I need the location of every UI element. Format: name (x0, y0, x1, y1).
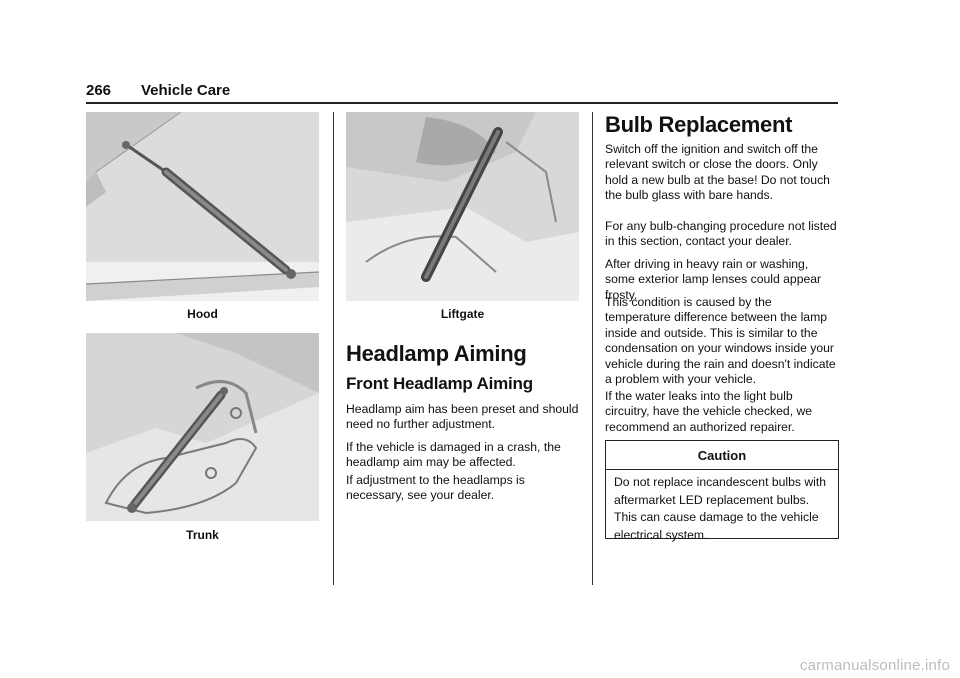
headlamp-aiming-heading: Headlamp Aiming (346, 341, 527, 366)
headlamp-paragraph-3: If adjustment to the headlamps is necess… (346, 473, 525, 503)
bulb-paragraph-3: After driving in heavy rain or washing, … (605, 257, 822, 302)
section-title: Vehicle Care (141, 82, 231, 99)
caution-text: Do not replace incandescent bulbs with a… (614, 475, 827, 542)
caution-title: Caution (697, 448, 747, 463)
hood-illustration (86, 112, 319, 301)
trunk-caption: Trunk (186, 528, 219, 542)
column-divider-1 (333, 112, 334, 585)
hood-caption: Hood (187, 307, 218, 321)
headlamp-paragraph-1: Headlamp aim has been preset and should … (346, 402, 579, 432)
liftgate-illustration (346, 112, 579, 301)
bulb-paragraph-5: If the water leaks into the light bulb c… (605, 389, 813, 434)
bulb-paragraph-2: For any bulb-changing procedure not list… (605, 219, 837, 249)
front-headlamp-aiming-subheading: Front Headlamp Aiming (346, 374, 533, 393)
caution-divider (606, 469, 838, 470)
header-rule (86, 102, 838, 104)
liftgate-caption: Liftgate (440, 307, 485, 321)
trunk-illustration (86, 333, 319, 521)
page-header: 266 Vehicle Care (86, 82, 838, 102)
bulb-replacement-heading: Bulb Replacement (605, 112, 793, 137)
watermark: carmanualsonline.info (799, 657, 950, 674)
page-number: 266 (86, 82, 112, 99)
headlamp-paragraph-2: If the vehicle is damaged in a crash, th… (346, 440, 561, 470)
bulb-paragraph-4: This condition is caused by the temperat… (605, 295, 836, 387)
column-divider-2 (592, 112, 593, 585)
caution-box: Caution Do not replace incandescent bulb… (605, 440, 839, 542)
bulb-paragraph-1: Switch off the ignition and switch off t… (605, 142, 830, 203)
